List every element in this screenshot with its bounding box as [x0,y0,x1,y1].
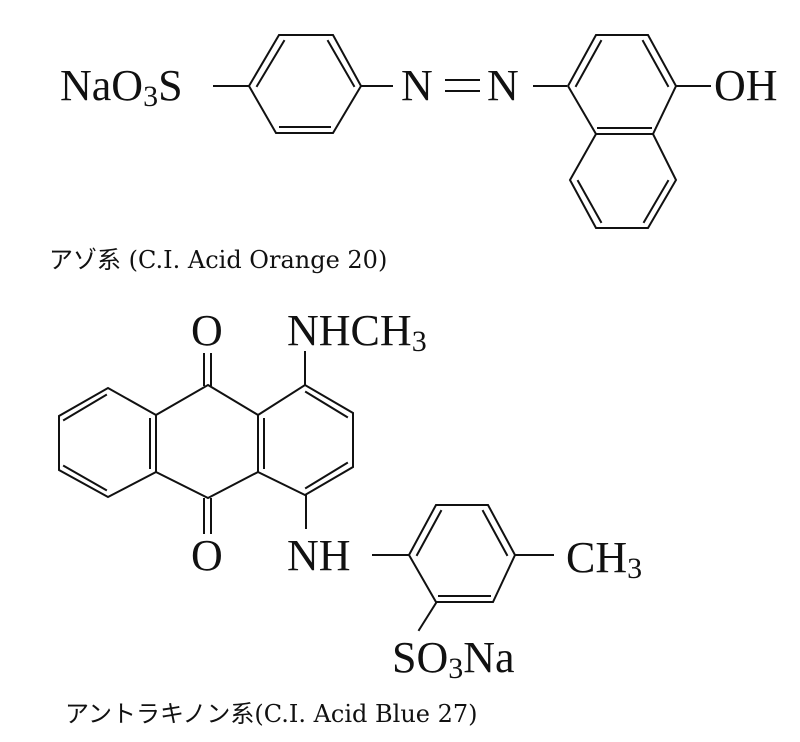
acid-blue-27-structure: O NHCH3 O NH [58,306,642,728]
benzene-ring [247,34,363,134]
so3na-label: SO3Na [392,633,515,685]
oh-label: OH [714,61,778,110]
nhch3-label: NHCH3 [287,306,427,358]
bond [417,601,438,632]
ch3-label: CH3 [566,533,642,585]
azo-n2-label: N [487,61,519,110]
carbonyl-top-double-bond [203,353,212,386]
oxo-top-label: O [191,306,223,355]
carbonyl-bottom-double-bond [203,498,212,534]
acid-orange-caption: アゾ系 (C.I. Acid Orange 20) [49,246,387,274]
azo-n1-label: N [401,61,433,110]
azo-double-bond [445,79,480,92]
anthraquinone-core [58,383,354,500]
toluene-ring [407,504,517,603]
naO3s-label: NaO3S [60,61,183,113]
acid-orange-20-structure: NaO3S N N OH アゾ系 (C.I. Acid Orange 20) [49,34,778,274]
nh-label: NH [287,531,351,580]
acid-blue-caption: アントラキノン系(C.I. Acid Blue 27) [65,700,478,728]
oxo-bottom-label: O [191,531,223,580]
naphthalene-ring [566,34,678,229]
